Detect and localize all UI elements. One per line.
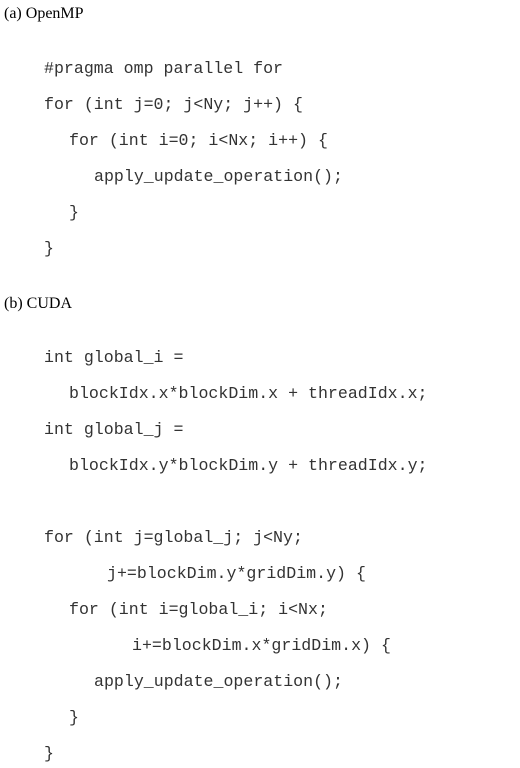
code-line: for (int j=global_j; j<Ny;	[44, 528, 303, 547]
section-heading-openmp: (a) OpenMP	[4, 5, 84, 22]
code-line: for (int i=0; i<Nx; i++) {	[69, 131, 328, 150]
code-line: j+=blockDim.y*gridDim.y) {	[107, 564, 366, 583]
code-line: #pragma omp parallel for	[44, 59, 283, 78]
code-line: for (int i=global_i; i<Nx;	[69, 600, 328, 619]
code-line: int global_i =	[44, 348, 184, 367]
code-line: apply_update_operation();	[94, 672, 343, 691]
code-line: }	[69, 203, 79, 222]
code-line: int global_j =	[44, 420, 184, 439]
code-line: }	[44, 239, 54, 258]
code-line: blockIdx.x*blockDim.x + threadIdx.x;	[69, 384, 428, 403]
code-line: i+=blockDim.x*gridDim.x) {	[132, 636, 391, 655]
code-line: for (int j=0; j<Ny; j++) {	[44, 95, 303, 114]
code-line: }	[44, 744, 54, 763]
code-line: blockIdx.y*blockDim.y + threadIdx.y;	[69, 456, 428, 475]
code-line: apply_update_operation();	[94, 167, 343, 186]
section-heading-cuda: (b) CUDA	[4, 295, 72, 312]
code-line: }	[69, 708, 79, 727]
